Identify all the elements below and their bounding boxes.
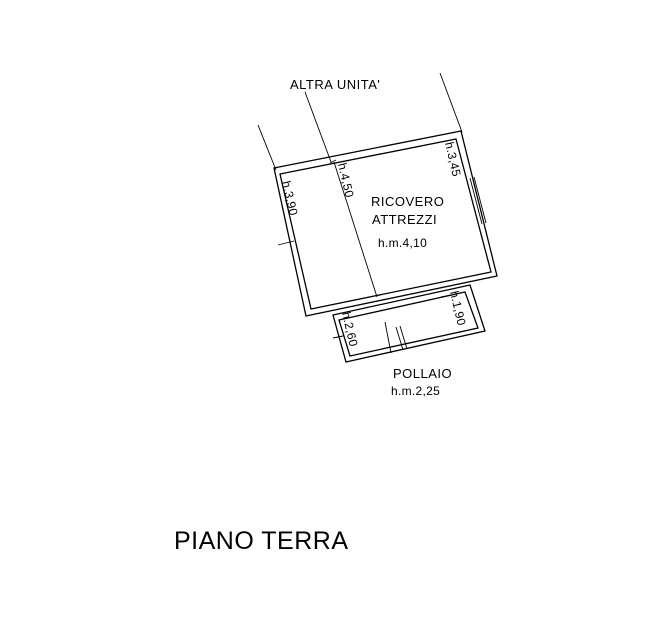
height-right-wall-label: h.3,45 xyxy=(442,141,464,178)
storage-room-name-line1: RICOVERO xyxy=(371,194,444,209)
height-left-wall-label: h.3,90 xyxy=(279,180,301,217)
coop-walls xyxy=(332,284,486,363)
neighbor-unit-label: ALTRA UNITA' xyxy=(290,77,380,92)
boundary-lines xyxy=(257,72,463,171)
storage-room-walls xyxy=(273,130,498,317)
coop-name-label: POLLAIO xyxy=(393,366,452,381)
height-coop-right-label: h.1,90 xyxy=(447,290,469,327)
coop-height-label: h.m.2,25 xyxy=(391,384,440,398)
ridge-line xyxy=(329,159,378,298)
floor-title: PIANO TERRA xyxy=(174,527,349,555)
height-ridge-label: h.4,50 xyxy=(335,162,357,199)
dimension-ticks xyxy=(277,240,453,339)
storage-room-name-line2: ATTREZZI xyxy=(372,212,437,227)
storage-room-height-label: h.m.4,10 xyxy=(378,236,427,250)
